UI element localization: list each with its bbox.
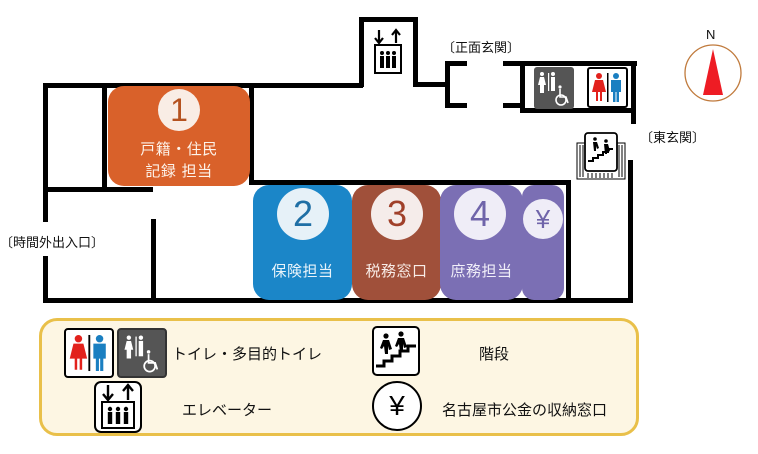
counter-number: 2 bbox=[292, 193, 314, 234]
counter-1[interactable]: 1 戸籍・住民 記録 担当 bbox=[108, 86, 250, 186]
wall bbox=[503, 103, 525, 108]
counter-yen-badge: ¥ bbox=[523, 199, 563, 239]
wall bbox=[359, 17, 417, 22]
wall bbox=[43, 187, 153, 192]
elevator-icon bbox=[94, 381, 142, 433]
yen-icon: ¥ bbox=[535, 203, 551, 234]
wall bbox=[445, 61, 467, 66]
counter-3[interactable]: 3 税務窓口 bbox=[352, 185, 441, 300]
wall bbox=[520, 61, 525, 113]
counter-label: 庶務担当 bbox=[450, 262, 513, 280]
wall bbox=[102, 83, 107, 191]
counter-number-badge: 4 bbox=[454, 188, 506, 240]
wall bbox=[445, 103, 467, 108]
legend-label-payment: 名古屋市公金の収納窓口 bbox=[442, 401, 608, 419]
counter-label: 税務窓口 bbox=[365, 262, 428, 280]
counter-number-badge: 3 bbox=[371, 188, 423, 240]
wall bbox=[43, 83, 363, 88]
counter-number-badge: 2 bbox=[277, 188, 329, 240]
wall bbox=[43, 83, 48, 222]
counter-4[interactable]: 4 庶務担当 bbox=[440, 185, 523, 300]
wall bbox=[151, 219, 156, 303]
wall bbox=[413, 82, 449, 87]
legend-label-elevator: エレベーター bbox=[182, 401, 273, 419]
after-hours-entrance-label: 〔時間外出入口〕 bbox=[0, 232, 105, 251]
wall bbox=[43, 298, 633, 303]
wall bbox=[520, 108, 635, 113]
legend: トイレ・多目的トイレ エレベーター 階段 ¥ 名古 bbox=[39, 318, 639, 436]
wall bbox=[413, 17, 418, 87]
legend-label-restroom: トイレ・多目的トイレ bbox=[172, 345, 323, 363]
legend-label-stairs: 階段 bbox=[479, 345, 510, 363]
main-entrance-label: 〔正面玄関〕 bbox=[442, 41, 521, 56]
wall bbox=[566, 180, 571, 303]
compass-arrow-icon bbox=[684, 44, 742, 102]
stairs-icon bbox=[372, 326, 420, 376]
accessible-restroom-icon bbox=[117, 328, 167, 378]
compass: N bbox=[683, 27, 743, 103]
counter-payment[interactable]: ¥ bbox=[522, 185, 564, 300]
counter-label-line2: 記録 担当 bbox=[145, 162, 213, 180]
wall bbox=[445, 61, 450, 108]
elevator-icon bbox=[372, 28, 404, 76]
stairs-icon bbox=[576, 131, 626, 181]
wall bbox=[503, 61, 637, 66]
wall bbox=[359, 17, 364, 87]
wall bbox=[628, 160, 633, 303]
restroom-icon bbox=[587, 67, 628, 108]
wall bbox=[249, 83, 254, 184]
east-entrance-label: 〔東玄関〕 bbox=[640, 131, 706, 146]
yen-icon: ¥ bbox=[372, 381, 422, 431]
counter-number-badge: 1 bbox=[158, 89, 200, 131]
restroom-icon bbox=[64, 328, 114, 378]
counter-label-line1: 戸籍・住民 bbox=[140, 140, 218, 158]
counter-2[interactable]: 2 保険担当 bbox=[253, 185, 352, 300]
compass-north-label: N bbox=[706, 27, 716, 42]
counter-number: 1 bbox=[170, 91, 188, 128]
wall bbox=[631, 61, 636, 124]
counter-number: 3 bbox=[386, 193, 408, 234]
wall bbox=[43, 256, 48, 303]
counter-number: 4 bbox=[469, 193, 491, 234]
accessible-restroom-icon bbox=[534, 67, 574, 109]
wall bbox=[249, 180, 571, 185]
counter-label: 保険担当 bbox=[271, 262, 334, 280]
